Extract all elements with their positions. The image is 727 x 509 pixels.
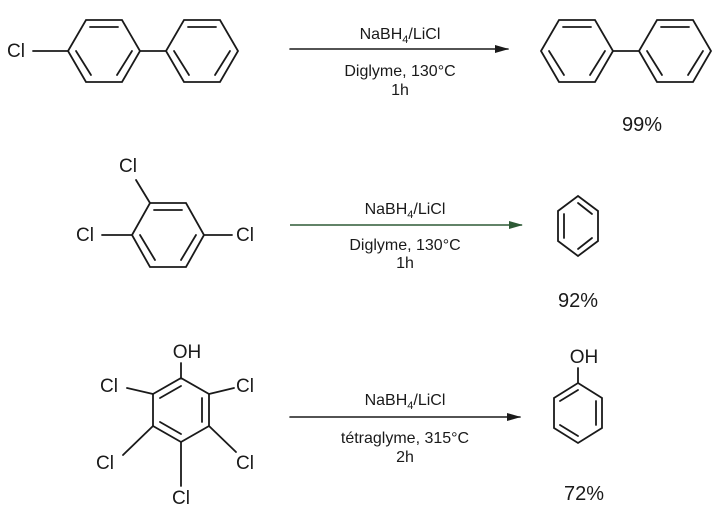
reaction-3-reactant-cl-bottom: Cl	[172, 488, 190, 509]
reaction-3-time: 2h	[396, 449, 414, 466]
reaction-1-reactant-ring-b	[164, 19, 240, 83]
reaction-3-reactant-cl-ll: Cl	[96, 453, 114, 474]
reaction-3-product-oh: OH	[570, 347, 599, 368]
reaction-3-reagent: NaBH4/LiCl	[365, 392, 446, 412]
reaction-1-product-ring-a	[539, 19, 615, 83]
reaction-1-product	[539, 19, 713, 83]
reaction-2-product	[557, 194, 599, 258]
reaction-1-reactant: Cl	[7, 19, 240, 83]
reaction-1-reagent: NaBH4/LiCl	[360, 26, 441, 46]
reaction-2-reactant-cl-right: Cl	[236, 225, 254, 246]
reaction-1-time: 1h	[391, 82, 409, 99]
reaction-2-yield: 92%	[558, 290, 598, 312]
reaction-1-product-ring-b	[637, 19, 713, 83]
reaction-1: Cl NaBH4/LiCl Diglyme, 130°C 1h	[7, 19, 713, 136]
reaction-3-reactant-cl-ul: Cl	[100, 376, 118, 397]
reaction-3-reactant: OH Cl Cl Cl Cl Cl	[96, 342, 254, 509]
reaction-3-reactant-cl-lr: Cl	[236, 453, 254, 474]
reaction-3-conditions: tétraglyme, 315°C	[341, 430, 469, 447]
reaction-1-reactant-ring-a	[66, 19, 142, 83]
reaction-1-reactant-cl: Cl	[7, 41, 25, 62]
reaction-1-conditions: Diglyme, 130°C	[344, 63, 455, 80]
reaction-2-reagent: NaBH4/LiCl	[365, 201, 446, 221]
reaction-2-reactant-cl-left: Cl	[76, 225, 94, 246]
reaction-3-yield: 72%	[564, 483, 604, 505]
reaction-2: Cl Cl Cl NaBH4/LiCl Diglyme, 130°C 1h 92…	[76, 156, 599, 312]
reaction-3: OH Cl Cl Cl Cl Cl NaBH4/LiCl tétraglyme,…	[96, 342, 604, 509]
reaction-2-reactant: Cl Cl Cl	[76, 156, 254, 268]
reaction-3-reactant-oh: OH	[173, 342, 202, 363]
reaction-2-reactant-cl-top: Cl	[119, 156, 137, 177]
reaction-3-reactant-cl-ur: Cl	[236, 376, 254, 397]
reaction-2-time: 1h	[396, 255, 414, 272]
reaction-3-product: OH	[553, 347, 603, 445]
reaction-2-conditions: Diglyme, 130°C	[349, 237, 460, 254]
reaction-1-yield: 99%	[622, 114, 662, 136]
